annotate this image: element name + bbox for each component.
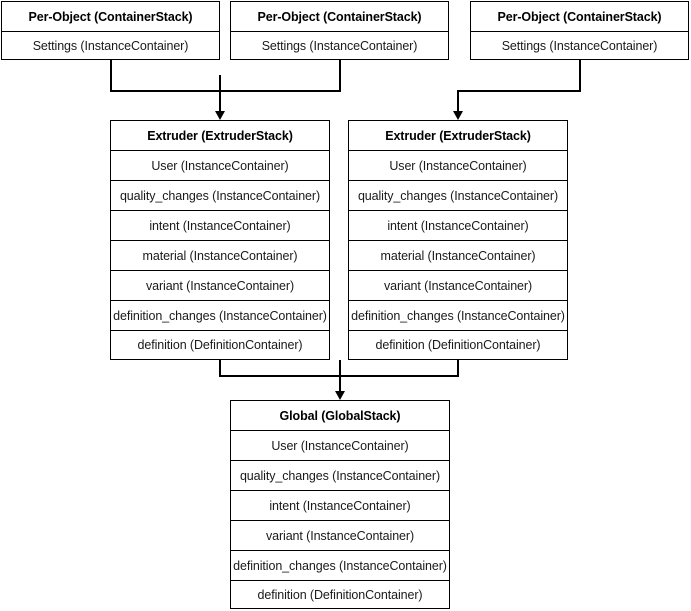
connector-global-arrowhead	[334, 391, 345, 400]
node-row-settings: Settings (InstanceContainer)	[2, 32, 219, 59]
node-row-quality-changes: quality_changes (InstanceContainer)	[111, 181, 329, 211]
node-header: Extruder (ExtruderStack)	[349, 121, 567, 151]
connector-extruder-2-bus	[457, 90, 581, 92]
node-row-material: material (InstanceContainer)	[111, 241, 329, 271]
node-row-intent: intent (InstanceContainer)	[231, 491, 449, 521]
node-per-object-1[interactable]: Per-Object (ContainerStack) Settings (In…	[1, 1, 220, 60]
node-header: Per-Object (ContainerStack)	[2, 2, 219, 32]
node-row-definition-changes: definition_changes (InstanceContainer)	[111, 301, 329, 331]
node-row-definition-changes: definition_changes (InstanceContainer)	[231, 551, 449, 581]
node-row-definition-changes: definition_changes (InstanceContainer)	[349, 301, 567, 331]
node-row-variant: variant (InstanceContainer)	[349, 271, 567, 301]
node-row-definition: definition (DefinitionContainer)	[231, 581, 449, 608]
node-row-intent: intent (InstanceContainer)	[349, 211, 567, 241]
node-row-user: User (InstanceContainer)	[111, 151, 329, 181]
node-extruder-1[interactable]: Extruder (ExtruderStack) User (InstanceC…	[110, 120, 330, 360]
connector-extruder-1-drop	[219, 360, 221, 376]
node-row-material: material (InstanceContainer)	[349, 241, 567, 271]
node-row-user: User (InstanceContainer)	[231, 431, 449, 461]
connector-extruder-1-stem	[219, 75, 221, 114]
node-header: Global (GlobalStack)	[231, 401, 449, 431]
node-header: Extruder (ExtruderStack)	[111, 121, 329, 151]
node-global-stack[interactable]: Global (GlobalStack) User (InstanceConta…	[230, 400, 450, 609]
connector-extruder-1-bus	[110, 90, 341, 92]
node-row-settings: Settings (InstanceContainer)	[471, 32, 688, 59]
node-row-quality-changes: quality_changes (InstanceContainer)	[349, 181, 567, 211]
node-row-settings: Settings (InstanceContainer)	[231, 32, 448, 59]
connector-per-object-1-drop	[110, 60, 112, 91]
node-per-object-2[interactable]: Per-Object (ContainerStack) Settings (In…	[230, 1, 449, 60]
node-row-user: User (InstanceContainer)	[349, 151, 567, 181]
node-row-quality-changes: quality_changes (InstanceContainer)	[231, 461, 449, 491]
connector-extruder-2-drop	[457, 360, 459, 376]
node-header: Per-Object (ContainerStack)	[471, 2, 688, 32]
connector-extruder-2-stem	[457, 90, 459, 114]
node-row-definition: definition (DefinitionContainer)	[349, 331, 567, 358]
connector-per-object-2-drop	[339, 60, 341, 91]
node-row-intent: intent (InstanceContainer)	[111, 211, 329, 241]
connector-extruder-2-arrowhead	[452, 111, 463, 120]
connector-per-object-3-drop	[579, 60, 581, 91]
connector-extruder-1-arrowhead	[214, 111, 225, 120]
node-header: Per-Object (ContainerStack)	[231, 2, 448, 32]
node-per-object-3[interactable]: Per-Object (ContainerStack) Settings (In…	[470, 1, 689, 60]
node-extruder-2[interactable]: Extruder (ExtruderStack) User (InstanceC…	[348, 120, 568, 360]
connector-global-stem	[339, 360, 341, 394]
node-row-definition: definition (DefinitionContainer)	[111, 331, 329, 358]
node-row-variant: variant (InstanceContainer)	[111, 271, 329, 301]
node-row-variant: variant (InstanceContainer)	[231, 521, 449, 551]
